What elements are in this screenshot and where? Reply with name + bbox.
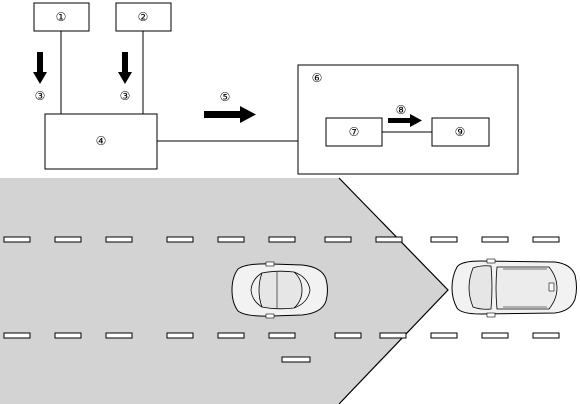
own-vehicle [231, 261, 328, 319]
lane-dash [481, 332, 509, 339]
lane-dash [532, 332, 560, 339]
right-arrow-5 [204, 106, 256, 123]
box-7 [325, 117, 383, 147]
lane-dash [217, 332, 245, 339]
lane-dash [334, 332, 362, 339]
box-2 [115, 2, 172, 32]
lane-dash [268, 236, 296, 243]
lane-dash [54, 236, 82, 243]
lane-dash [166, 332, 194, 339]
down-arrow-right [118, 52, 132, 84]
lane-dash [268, 332, 296, 339]
arrow-label-8: ⑧ [396, 103, 407, 117]
box-4-label: ④ [96, 134, 107, 148]
box-4 [44, 113, 158, 170]
lane-markings-upper [3, 236, 560, 243]
lane-markings-lower [3, 332, 560, 339]
lane-dash [324, 236, 352, 243]
lane-dash [166, 236, 194, 243]
road-boundary [338, 177, 449, 404]
lane-dash [54, 332, 82, 339]
lane-dash [217, 236, 245, 243]
arrow-label-5: ⑤ [220, 90, 231, 104]
road-area [0, 178, 448, 404]
own-vehicle-rear-window [250, 272, 263, 308]
lane-dash [430, 332, 458, 339]
vehicle-ahead [451, 258, 577, 318]
own-vehicle-roof [258, 270, 303, 310]
lane-dash [3, 236, 31, 243]
arrow-label-3-right: ③ [120, 89, 131, 103]
lane-dash [379, 332, 407, 339]
right-arrow-8 [388, 114, 422, 127]
box-9-label: ⑨ [455, 125, 466, 139]
box-2-label: ② [138, 10, 149, 24]
box-7-label: ⑦ [349, 125, 360, 139]
lane-dash [375, 236, 403, 243]
lane-dash-short [281, 356, 311, 363]
lane-dash [532, 236, 560, 243]
box-9 [431, 117, 490, 147]
lane-dash [105, 236, 133, 243]
lane-dash [105, 332, 133, 339]
vehicle-ahead-roof [495, 266, 558, 310]
box-6-label: ⑥ [312, 71, 323, 85]
arrow-label-3-left: ③ [35, 89, 46, 103]
lane-dash [481, 236, 509, 243]
vehicle-ahead-windshield [468, 265, 493, 310]
down-arrow-left [33, 52, 47, 84]
own-vehicle-windshield [293, 271, 311, 309]
lane-dash [430, 236, 458, 243]
box-1-label: ① [56, 10, 67, 24]
lane-dash [3, 332, 31, 339]
